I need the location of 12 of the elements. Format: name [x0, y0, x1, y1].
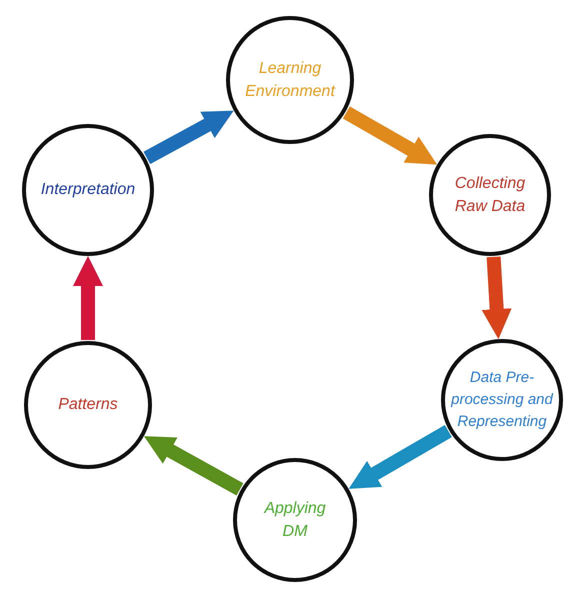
stage-label: Collecting Raw Data — [454, 174, 526, 217]
stage-label: Applying DM — [262, 498, 327, 542]
stage-label: Learning Environment — [244, 58, 336, 102]
arrow — [342, 106, 438, 165]
arrow — [144, 436, 244, 496]
arrow — [144, 110, 234, 164]
arrow — [73, 256, 103, 340]
stage-label: Patterns — [58, 395, 118, 416]
stage-label: Data Pre-processing and Representing — [450, 368, 554, 432]
arrow — [348, 425, 452, 489]
arrow — [482, 256, 512, 340]
stage-label: Interpretation — [40, 180, 136, 200]
